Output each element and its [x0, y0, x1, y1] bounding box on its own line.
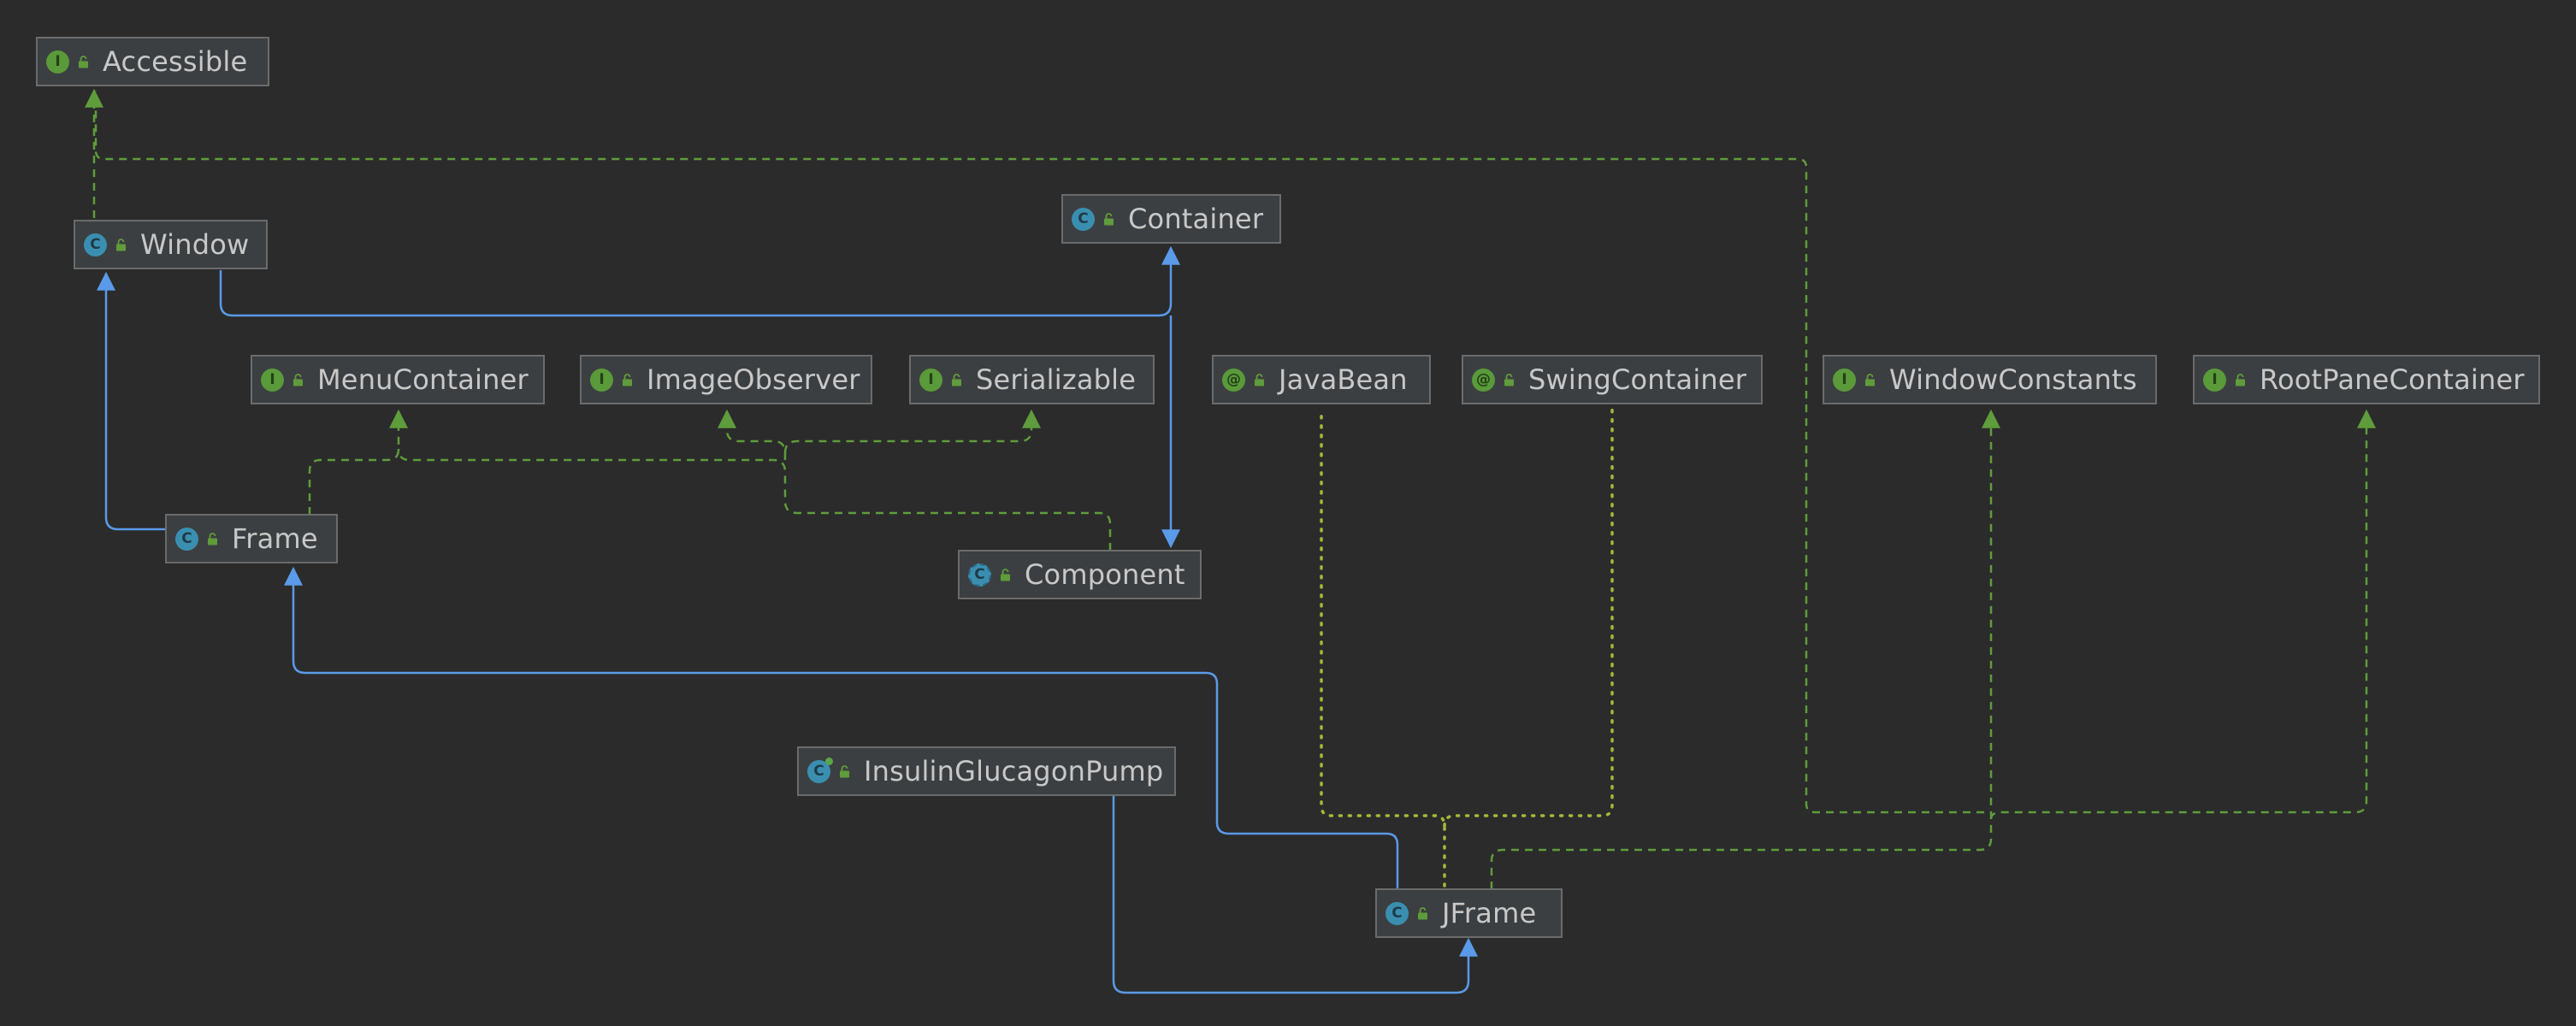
unlock-icon [838, 764, 850, 778]
unlock-icon [1102, 212, 1114, 226]
edge-frame-implements-menucontainer [308, 409, 408, 515]
node-windowconstants[interactable]: I WindowConstants [1823, 355, 2157, 404]
class-icon: C [1072, 207, 1095, 231]
annotation-icon: @ [1472, 368, 1495, 392]
edge-window-extends-container [219, 245, 1180, 317]
abstract-class-icon: C [968, 563, 991, 587]
unlock-icon [1503, 373, 1515, 386]
unlock-icon [206, 532, 218, 545]
node-label: Serializable [976, 363, 1137, 396]
node-frame[interactable]: C Frame [165, 514, 338, 563]
node-label: Container [1128, 203, 1264, 235]
node-accessible[interactable]: I Accessible [36, 37, 269, 86]
node-menucontainer[interactable]: I MenuContainer [251, 355, 545, 404]
edge-jframe-implements-windowconstants [1490, 409, 2000, 889]
edge-frame-extends-window [97, 271, 166, 531]
node-label: SwingContainer [1528, 363, 1747, 396]
class-icon: C [1385, 901, 1409, 925]
node-label: Frame [232, 522, 318, 555]
edge-jframe-annotation-javabean [1320, 407, 1446, 887]
node-window[interactable]: C Window [74, 220, 268, 269]
unlock-icon [1416, 906, 1428, 920]
node-label: JavaBean [1279, 363, 1408, 396]
interface-icon: I [261, 368, 284, 392]
node-label: MenuContainer [317, 363, 529, 396]
interface-icon: I [1833, 368, 1856, 392]
node-swingcontainer[interactable]: @ SwingContainer [1462, 355, 1763, 404]
node-label: ImageObserver [647, 363, 860, 396]
unlock-icon [2234, 373, 2246, 386]
node-serializable[interactable]: I Serializable [909, 355, 1155, 404]
node-imageobserver[interactable]: I ImageObserver [580, 355, 872, 404]
node-javabean[interactable]: @ JavaBean [1212, 355, 1431, 404]
class-icon: C [84, 233, 107, 256]
node-label: WindowConstants [1889, 363, 2137, 396]
interface-icon: I [919, 368, 942, 392]
runnable-class-icon: C [807, 757, 833, 783]
interface-icon: I [46, 50, 69, 74]
node-label: Accessible [103, 45, 248, 78]
node-label: Component [1025, 558, 1185, 591]
interface-icon: I [590, 368, 613, 392]
annotation-icon: @ [1222, 368, 1245, 392]
node-jframe[interactable]: C JFrame [1375, 888, 1563, 938]
edge-jframe-extends-frame [284, 566, 1399, 889]
edge-jframe-implements-accessible [94, 91, 1984, 814]
interface-icon: I [2203, 368, 2226, 392]
edge-pump-extends-jframe [1112, 795, 1478, 994]
unlock-icon [950, 373, 962, 386]
unlock-icon [115, 238, 127, 251]
node-component[interactable]: C Component [958, 550, 1202, 599]
unlock-icon [292, 373, 304, 386]
edge-component-implements-imageobserver [718, 409, 787, 460]
edge-jframe-annotation-swingcontainer [1443, 407, 1614, 828]
node-rootpanecontainer[interactable]: I RootPaneContainer [2193, 355, 2540, 404]
node-label: JFrame [1442, 897, 1537, 929]
unlock-icon [999, 568, 1011, 581]
unlock-icon [1864, 373, 1876, 386]
unlock-icon [1253, 373, 1265, 386]
edge-component-implements-menucontainer [397, 448, 1112, 551]
class-icon: C [175, 527, 198, 551]
node-label: InsulinGlucagonPump [864, 755, 1164, 787]
node-insulinglucagonpump[interactable]: C InsulinGlucagonPump [797, 746, 1176, 796]
node-label: RootPaneContainer [2260, 363, 2525, 396]
edge-jframe-implements-rootpanecontainer [1989, 409, 2376, 820]
node-label: Window [140, 228, 250, 261]
unlock-icon [77, 55, 89, 68]
edge-component-implements-serializable [783, 409, 1041, 454]
unlock-icon [621, 373, 633, 386]
node-container[interactable]: C Container [1061, 194, 1281, 244]
